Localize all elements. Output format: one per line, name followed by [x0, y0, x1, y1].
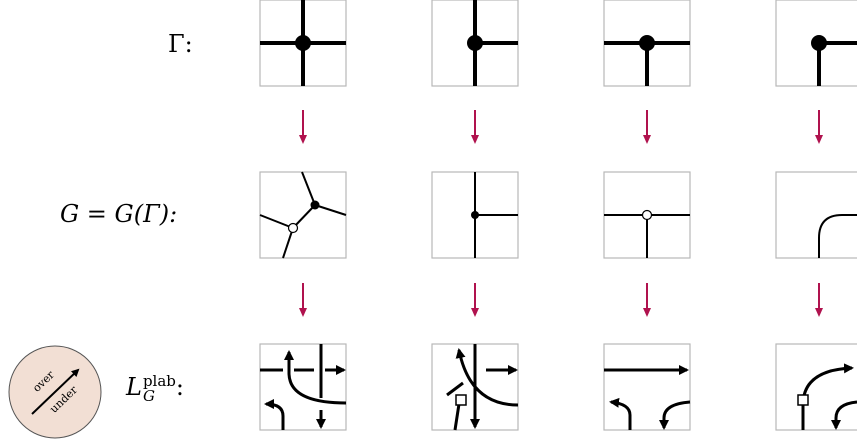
link-cell-3	[603, 343, 691, 431]
link-subscript: G	[142, 386, 155, 405]
plabic-cell-4	[775, 171, 857, 259]
link-cell-1	[259, 343, 347, 431]
plabic-cell-3	[603, 171, 691, 259]
over-under-legend: over under	[8, 345, 102, 439]
gamma-row-label: Γ:	[168, 30, 193, 58]
map-arrows-1	[299, 110, 823, 144]
link-symbol: L	[126, 373, 142, 401]
gamma-cell-4	[775, 0, 857, 87]
gamma-cell-1	[259, 0, 347, 87]
gamma-cell-3	[603, 0, 691, 87]
gamma-cell-2	[431, 0, 519, 87]
map-arrows-2	[299, 283, 823, 317]
link-colon: :	[175, 373, 184, 401]
link-superscript: plab	[142, 371, 176, 390]
link-cell-4	[775, 343, 857, 431]
plabic-row-text: G = G(Γ):	[60, 200, 178, 228]
plabic-row-label: G = G(Γ):	[60, 200, 177, 228]
link-cell-2	[431, 343, 519, 431]
plabic-cell-2	[431, 171, 519, 259]
plabic-cell-1	[259, 171, 347, 259]
